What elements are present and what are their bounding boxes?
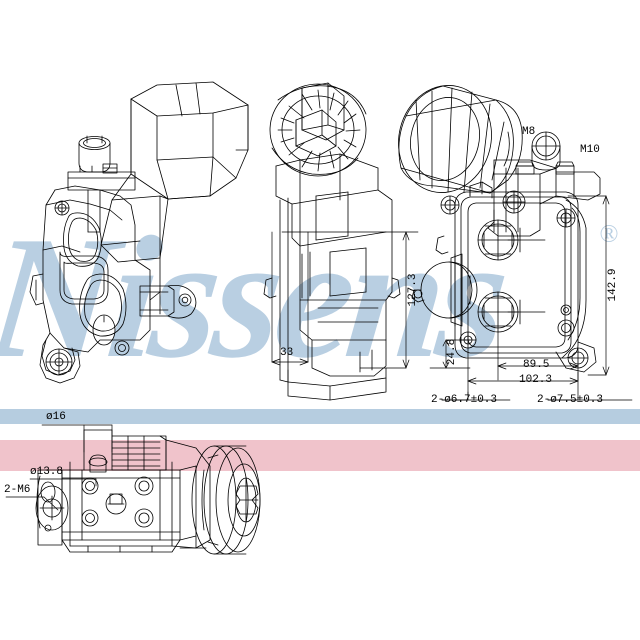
blue-color-band xyxy=(0,409,640,424)
iso-view-right xyxy=(398,85,601,373)
registered-trademark-icon: ® xyxy=(599,221,619,248)
pink-color-band xyxy=(0,440,640,471)
dimension-33: 33 xyxy=(280,347,294,359)
dimension-142-9: 142.9 xyxy=(607,268,619,302)
dimension-13-8: ø13.8 xyxy=(30,466,64,478)
callout-m8: M8 xyxy=(522,126,536,138)
callout-2-m6: 2-M6 xyxy=(4,484,31,496)
dimension-89-5: 89.5 xyxy=(523,359,550,371)
callout-m10: M10 xyxy=(580,144,600,156)
dimension-24-8: 24.8 xyxy=(446,338,458,366)
dimension-lines-right xyxy=(405,195,633,401)
dimension-lines-middle xyxy=(271,231,410,369)
hole-spec-6-7: 2-ø6.7±0.3 xyxy=(431,394,497,406)
hole-spec-7-5-tolerance: ±0.3 xyxy=(576,394,604,406)
hole-spec-6-7-tolerance: ±0.3 xyxy=(470,394,498,406)
iso-view-middle xyxy=(263,82,401,401)
bottom-elevation-view xyxy=(35,429,261,555)
hole-spec-7-5-prefix: 2-ø7.5 xyxy=(537,394,577,406)
dimension-lines-bottom xyxy=(5,424,113,511)
hole-spec-6-7-prefix: 2-ø6.7 xyxy=(431,394,471,406)
dimension-16: ø16 xyxy=(46,411,66,423)
iso-view-left xyxy=(29,81,249,384)
dimension-102-3: 102.3 xyxy=(519,374,553,386)
dimension-127-3: 127.3 xyxy=(407,273,419,307)
hole-spec-7-5: 2-ø7.5±0.3 xyxy=(537,394,603,406)
